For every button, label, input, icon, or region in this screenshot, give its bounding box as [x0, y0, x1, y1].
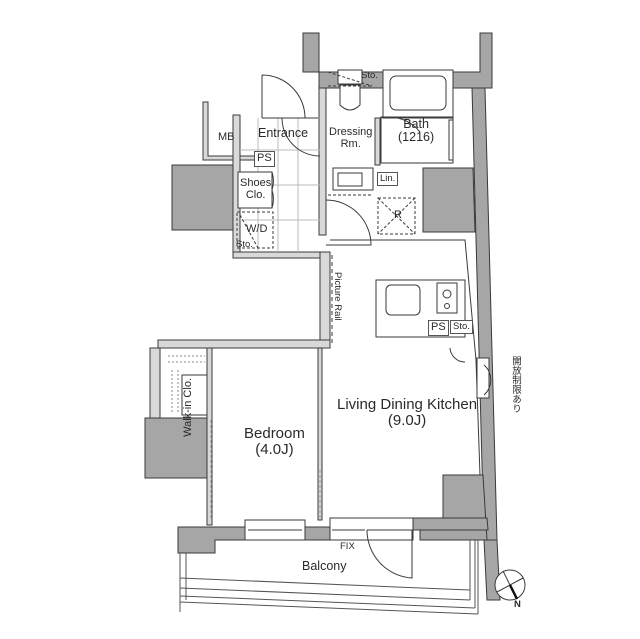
room-label-ldk: Living Dining Kitchen (9.0J) [337, 397, 477, 429]
partition-corridor-right [319, 251, 331, 346]
refrigerator-space [377, 197, 416, 235]
toilet-bowl [339, 84, 361, 111]
balcony-outline [179, 540, 479, 615]
bathtub-inner [389, 75, 447, 111]
partition-dressing-left [318, 87, 327, 236]
room-label-shoes-closet: Shoes Clo. [240, 177, 272, 201]
room-label-linen: Lin. [377, 172, 399, 186]
room-label-walk-in-closet: Walk-in Clo. [182, 378, 195, 437]
sto-kitchen-door [449, 347, 466, 363]
column-right-upper [422, 167, 476, 233]
walk-in-closet-line1: Walk-in [182, 400, 194, 437]
shoes-closet-line1: Shoes [240, 177, 272, 189]
room-label-bedroom: Bedroom (4.0J) [244, 426, 305, 458]
shoes-closet-line2: Clo. [245, 188, 266, 201]
wall-bottom-left [177, 526, 246, 554]
compass-icon [494, 569, 526, 601]
room-label-mb: MB [218, 131, 235, 143]
room-label-wd: W/D [246, 223, 268, 235]
ldk-line1: Living Dining Kitchen [337, 396, 478, 413]
window-label-fix: FIX [340, 541, 355, 552]
dressing-room-line1: Dressing [329, 126, 373, 138]
dressing-room-line2: Rm. [340, 137, 361, 150]
wall-bottom-right [411, 517, 489, 531]
room-label-balcony: Balcony [302, 559, 347, 573]
room-label-refrigerator: R [394, 209, 402, 221]
ldk-outline [330, 239, 481, 519]
entrance-door [261, 74, 306, 119]
bedroom-line2: (4.0J) [255, 440, 294, 458]
wall-bottom-mid [304, 526, 331, 541]
wic-shelves [168, 355, 205, 412]
column-left-upper [171, 164, 234, 231]
structure-wall-right [471, 87, 498, 541]
room-label-ps-kitchen: PS [428, 320, 449, 336]
room-label-sto-toilet: Sto. [361, 70, 378, 81]
shoes-door [271, 171, 274, 209]
toilet-tank [337, 69, 363, 85]
ldk-line2: (9.0J) [387, 411, 427, 429]
wic-box [181, 374, 208, 416]
balcony-door [366, 529, 413, 579]
column-left-lower [144, 417, 208, 479]
bath-line2: (1216) [398, 130, 435, 145]
ldk-door [325, 199, 372, 246]
dressing-door [281, 117, 321, 157]
compass-north-label: N [514, 599, 521, 610]
ldk-window [329, 517, 414, 541]
partition-wic-left [149, 347, 161, 419]
room-label-ps-entrance: PS [254, 151, 275, 167]
walk-in-closet-line2: Clo. [182, 378, 194, 398]
room-label-sto-wd: Sto. [236, 239, 253, 250]
partition-bedroom-top [157, 339, 331, 349]
window-note-restricted-opening: 開放制限あり [509, 356, 521, 413]
side-window [476, 357, 490, 399]
bath-line1: Bath [403, 117, 429, 131]
room-label-bath: Bath (1216) [398, 117, 435, 145]
room-label-sto-kitchen: Sto. [450, 320, 473, 334]
partition-entrance-bottom [232, 251, 331, 259]
washer-space [236, 211, 274, 249]
partition-bath-left [374, 117, 381, 166]
sink [385, 284, 421, 316]
room-label-dressing-room: Dressing Rm. [329, 126, 373, 150]
bedroom-line1: Bedroom [244, 425, 305, 442]
room-label-picture-rail: Picture Rail [331, 272, 343, 321]
partition-bedroom-right [317, 347, 323, 521]
room-label-entrance: Entrance [258, 126, 309, 140]
